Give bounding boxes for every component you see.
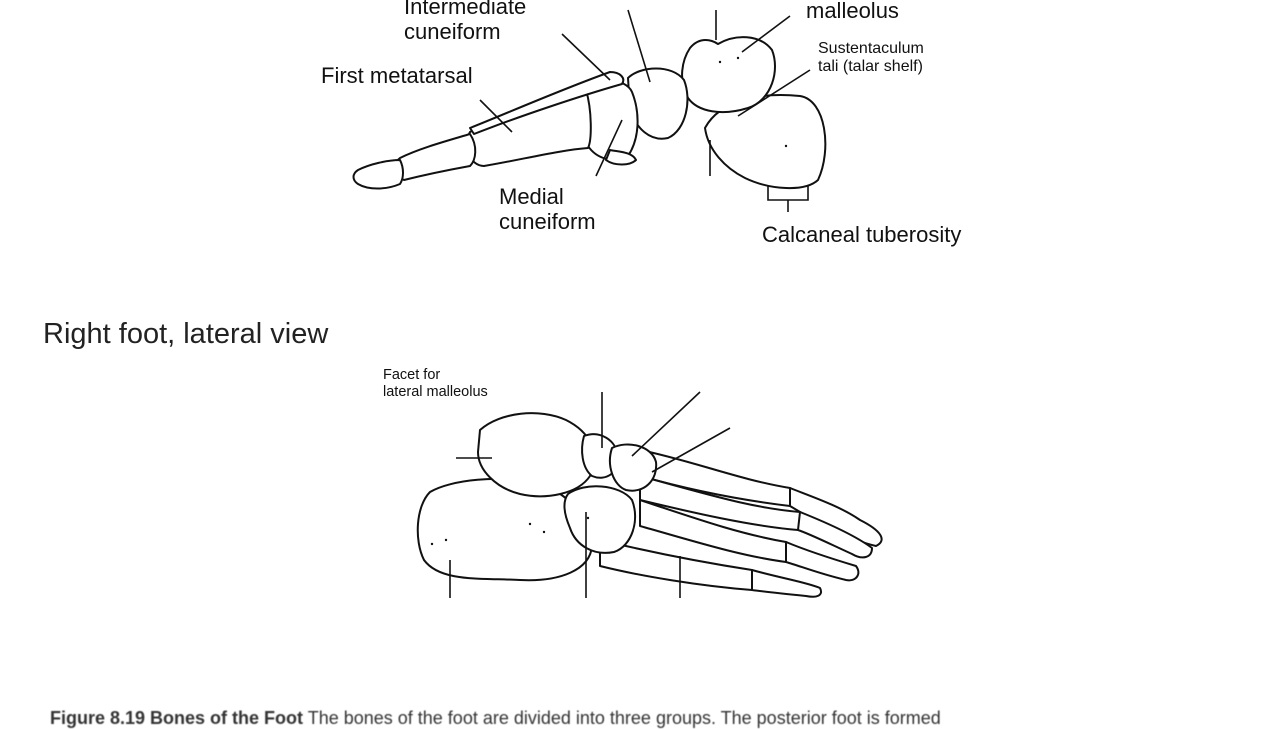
caption-figure-label: Figure 8.19 Bones of the Foot [50, 708, 304, 728]
calcaneus-lateral [416, 477, 593, 582]
label-line: cuneiform [404, 19, 501, 45]
label-line: cuneiform [499, 209, 596, 235]
navicular-lateral [581, 433, 620, 479]
label-line: Sustentaculum [818, 40, 924, 57]
label-line: tali (talar shelf) [818, 58, 923, 76]
label-line: lateral malleolus [383, 383, 488, 400]
cuneiform-sole [605, 149, 637, 166]
label-intermediate-cuneiform: Intermediate cuneiform [404, 0, 526, 45]
figure-caption: Figure 8.19 Bones of the Foot The bones … [50, 708, 941, 729]
second-metatarsal-edge [469, 71, 625, 135]
cuboid-lateral [563, 485, 637, 554]
label-first-metatarsal: First metatarsal [321, 63, 473, 88]
toe-2 [797, 511, 873, 559]
navicular-medial [627, 67, 689, 140]
caption-text: The bones of the foot are divided into t… [303, 708, 941, 728]
lateral-cuneiform [608, 443, 658, 492]
hallux-distal-phalanx [352, 159, 404, 190]
label-medial-malleolus: malleolus [806, 0, 899, 23]
toe-3 [785, 541, 860, 582]
label-sustentaculum-tali: Sustentaculum tali (talar shelf) [818, 40, 924, 77]
toe-5 [751, 569, 822, 598]
label-line: Intermediate [404, 0, 527, 19]
label-calcaneal-tuberosity: Calcaneal tuberosity [762, 222, 962, 247]
label-line: Medial [499, 184, 564, 209]
label-line: Facet for [383, 367, 441, 383]
label-facet-lateral-malleolus: Facet for lateral malleolus [383, 367, 488, 400]
label-medial-cuneiform: Medial cuneiform [499, 184, 596, 235]
talus-lateral [477, 412, 595, 498]
lateral-view-title: Right foot, lateral view [43, 318, 329, 350]
